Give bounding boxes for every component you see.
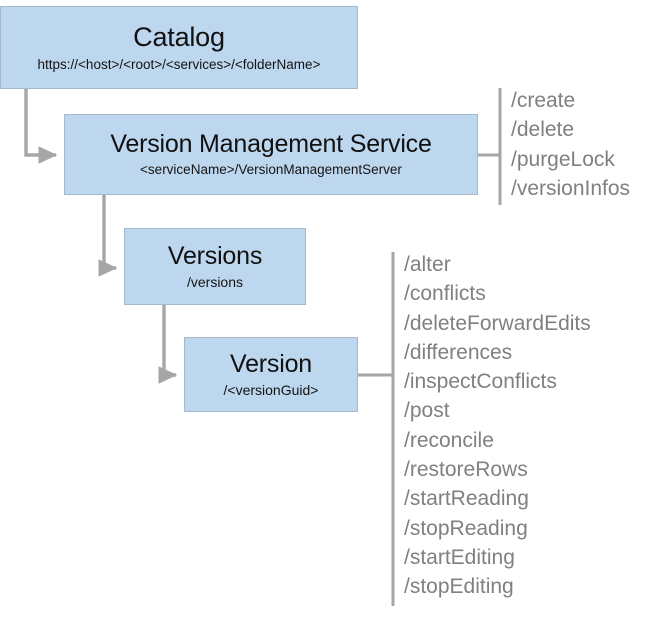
operation-item[interactable]: /alter	[404, 253, 451, 276]
node-version-title: Version	[230, 349, 312, 378]
operation-item[interactable]: /startEditing	[404, 545, 515, 569]
operation-item[interactable]: /restoreRows	[404, 458, 528, 482]
operation-list-version: /alter /conflicts /deleteForwardEdits /d…	[404, 250, 591, 602]
node-catalog-subtitle: https://<host>/<root>/<services>/<folder…	[37, 56, 321, 72]
node-version[interactable]: Version /<versionGuid>	[184, 337, 358, 412]
operation-item[interactable]: /create	[511, 89, 576, 112]
operation-item[interactable]: /purgeLock	[511, 147, 615, 171]
operation-item[interactable]: /deleteForwardEdits	[404, 311, 591, 335]
operation-item[interactable]: /stopEditing	[404, 575, 514, 599]
connector-vms-to-versions	[98, 195, 118, 277]
node-catalog[interactable]: Catalog https://<host>/<root>/<services>…	[0, 6, 358, 89]
operation-item[interactable]: /startReading	[404, 487, 529, 511]
node-versions[interactable]: Versions /versions	[124, 228, 306, 305]
node-catalog-title: Catalog	[133, 21, 225, 52]
connector-vms-operations-bracket	[478, 88, 502, 205]
operation-item[interactable]: /inspectConflicts	[404, 370, 557, 394]
connector-versions-to-version	[158, 305, 178, 384]
operation-list-version-management-service: /create /delete /purgeLock /versionInfos	[511, 86, 630, 203]
node-version-management-service[interactable]: Version Management Service <serviceName>…	[64, 114, 478, 195]
operation-item[interactable]: /conflicts	[404, 282, 486, 306]
connector-version-operations-bracket	[358, 252, 395, 606]
operation-item[interactable]: /versionInfos	[511, 176, 631, 200]
operation-item[interactable]: /delete	[511, 118, 575, 142]
node-versions-subtitle: /versions	[186, 273, 244, 290]
operation-item[interactable]: /differences	[404, 340, 513, 364]
node-version-subtitle: /<versionGuid>	[223, 381, 319, 398]
operation-item[interactable]: /reconcile	[404, 428, 494, 452]
operation-item[interactable]: /stopReading	[404, 516, 528, 540]
node-version-management-service-subtitle: <serviceName>/VersionManagementServer	[140, 162, 402, 178]
node-version-management-service-title: Version Management Service	[110, 130, 432, 159]
connector-catalog-to-vms	[24, 89, 58, 164]
operation-item[interactable]: /post	[404, 399, 450, 423]
node-versions-title: Versions	[167, 241, 263, 270]
